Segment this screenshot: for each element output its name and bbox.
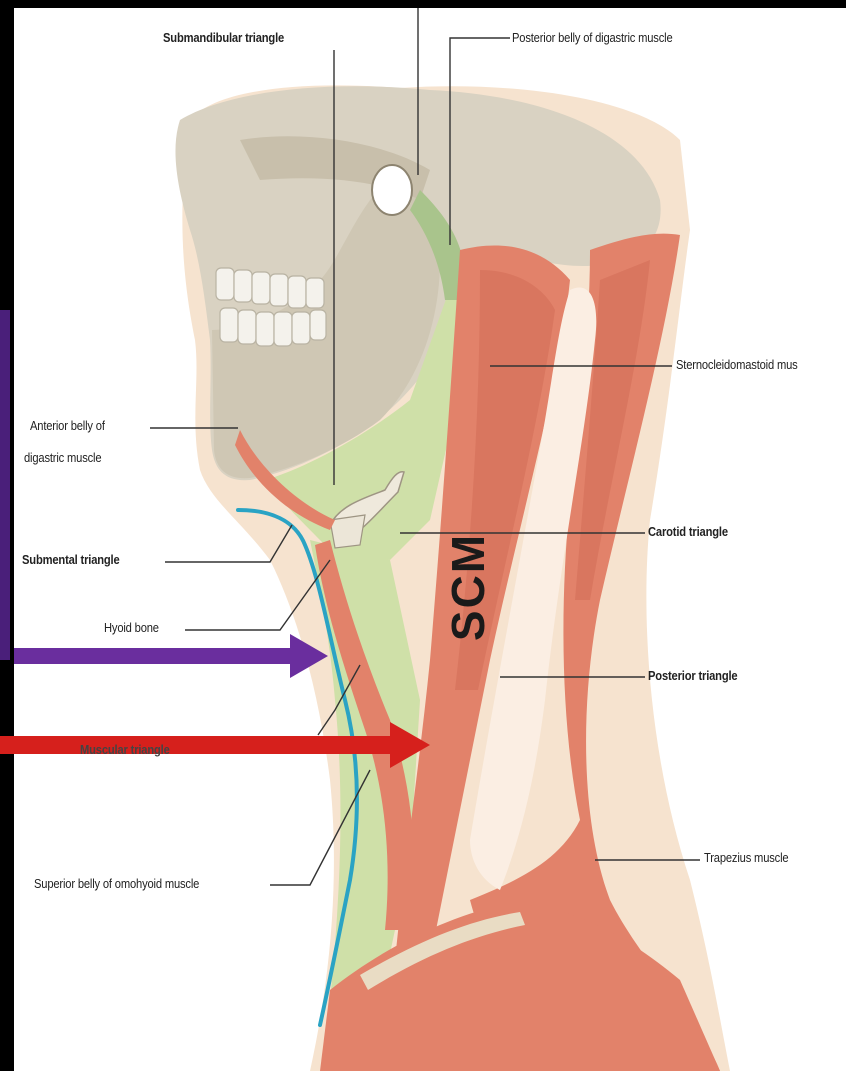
label-omohyoid: Superior belly of omohyoid muscle <box>34 876 199 891</box>
label-sternocleidomastoid: Sternocleidomastoid mus <box>676 357 798 372</box>
label-anterior-belly-digastric-1: Anterior belly of <box>30 418 105 433</box>
thyroid-cartilage <box>330 515 365 548</box>
label-submandibular-triangle: Submandibular triangle <box>163 30 284 45</box>
label-anterior-belly-digastric-2: digastric muscle <box>24 450 101 465</box>
label-posterior-belly-digastric: Posterior belly of digastric muscle <box>512 30 673 45</box>
top-frame <box>0 0 846 8</box>
label-trapezius-muscle: Trapezius muscle <box>704 850 788 865</box>
label-carotid-triangle: Carotid triangle <box>648 524 728 539</box>
ear-canal <box>372 165 412 215</box>
scm-label: SCM <box>441 533 495 641</box>
label-submental-triangle: Submental triangle <box>22 552 120 567</box>
label-hyoid-bone: Hyoid bone <box>104 620 159 635</box>
label-muscular-triangle: Muscular triangle <box>80 742 170 757</box>
label-posterior-triangle: Posterior triangle <box>648 668 737 683</box>
